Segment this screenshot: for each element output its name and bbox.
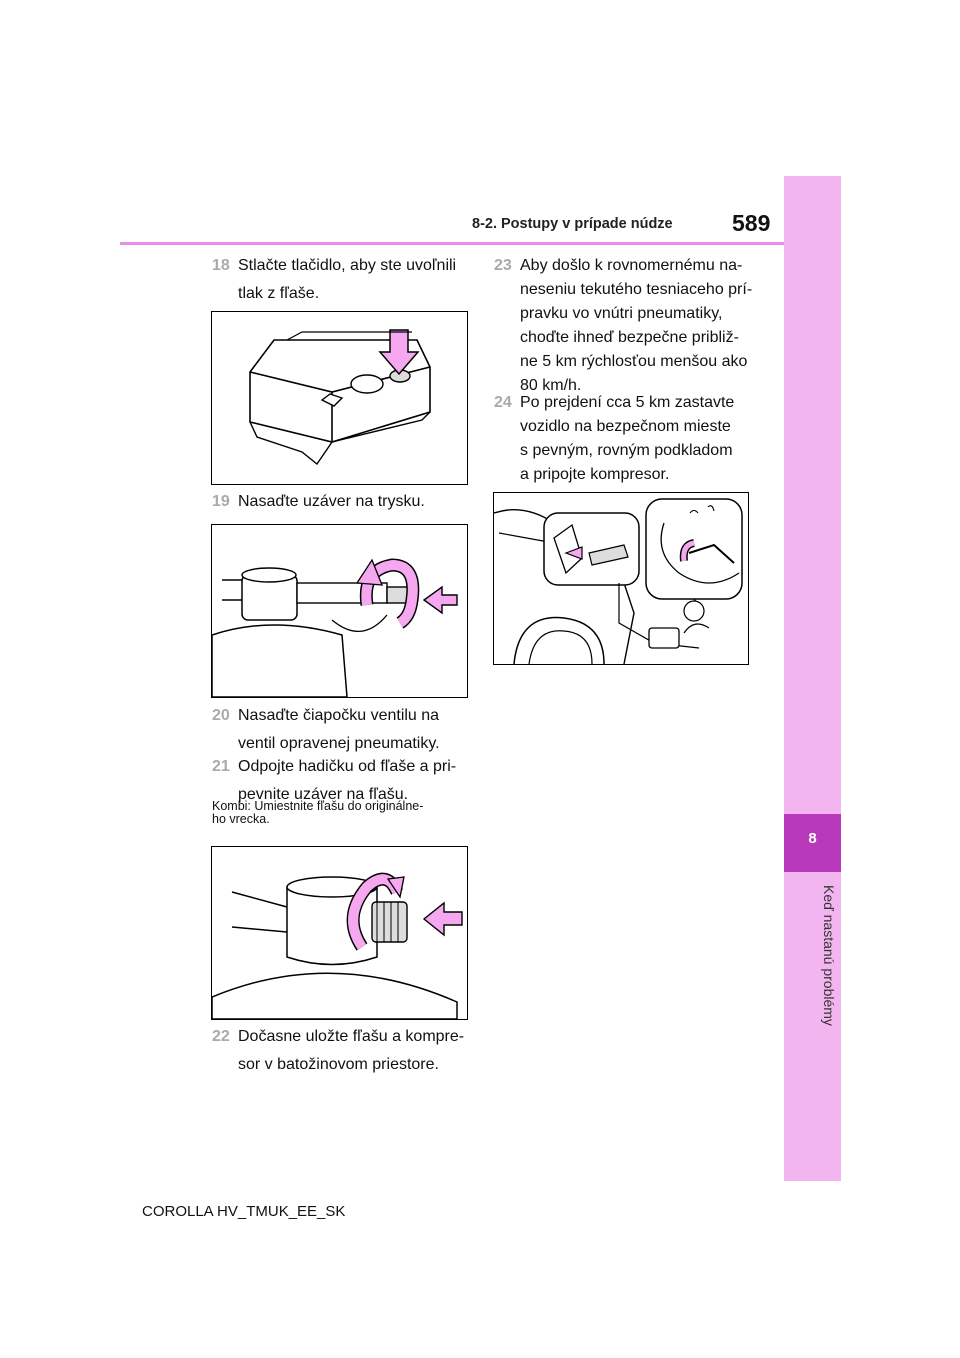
chapter-number: 8 [808, 830, 817, 847]
step-number: 21 [212, 758, 230, 775]
bottle-cap-illustration [212, 872, 463, 1019]
step-number: 24 [494, 394, 512, 411]
compressor-figure [211, 311, 468, 485]
step-number: 18 [212, 257, 230, 274]
step-number: 22 [212, 1028, 230, 1045]
nozzle-cap-illustration [212, 558, 458, 697]
push-arrow [422, 585, 458, 615]
compressor-connection-figure [493, 492, 749, 665]
press-arrow [378, 329, 420, 376]
step-text-line: ne 5 km rýchlosťou menšou ako [520, 353, 748, 370]
push-arrow [422, 901, 463, 937]
header-rule [120, 242, 784, 245]
chapter-title: Keď nastanú problémy [821, 885, 837, 1026]
chapter-side-tab [784, 176, 841, 1181]
step-text-line: Stlačte tlačidlo, aby ste uvoľnili [238, 257, 457, 274]
step-number: 19 [212, 493, 230, 510]
step-23: 23 Aby došlo k rovnomernému na- neseniu … [494, 254, 764, 397]
step-text-line: choďte ihneď bezpečne približ- [520, 329, 739, 346]
step-text-line: Nasaďte uzáver na trysku. [238, 493, 425, 510]
note-line: ho vrecka. [212, 812, 270, 826]
step-text-line: Po prejdení cca 5 km zastavte [520, 394, 735, 411]
step-number: 23 [494, 257, 512, 274]
step-text-line: neseniu tekutého tesniaceho prí- [520, 281, 753, 298]
compressor-illustration [249, 329, 431, 466]
step-text-line: vozidlo na bezpečnom mieste [520, 418, 731, 435]
step-text-line: tlak z fľaše. [238, 285, 320, 302]
step-text-line: Nasaďte čiapočku ventilu na [238, 707, 440, 724]
step-text-line: s pevným, rovným podkladom [520, 442, 733, 459]
step-text-line: Aby došlo k rovnomernému na- [520, 257, 743, 274]
step-24: 24 Po prejdení cca 5 km zastavte vozidlo… [494, 391, 764, 486]
step-text-line: pevnite uzáver na fľašu. [238, 786, 409, 803]
compressor-connection-illustration [494, 498, 743, 664]
page-number: 589 [732, 210, 771, 236]
step-text-line: pravku vo vnútri pneumatiky, [520, 305, 723, 322]
step-number: 20 [212, 707, 230, 724]
step-text-line: a pripojte kompresor. [520, 466, 670, 483]
step-18: 18 Stlačte tlačidlo, aby ste uvoľnili tl… [212, 254, 472, 305]
note-line: Kombi: Umiestnite fľašu do originálne- [212, 799, 424, 813]
step-text-line: sor v batožinovom priestore. [238, 1056, 439, 1073]
bottle-cap-figure [211, 846, 468, 1020]
step-text-line: Dočasne uložte fľašu a kompre- [238, 1028, 465, 1045]
model-code: COROLLA HV_TMUK_EE_SK [142, 1203, 346, 1220]
step-19: 19 Nasaďte uzáver na trysku. [212, 490, 472, 513]
step-22: 22 Dočasne uložte fľašu a kompre- sor v … [212, 1025, 472, 1076]
kombi-note: Kombi: Umiestnite fľašu do originálne- h… [212, 800, 472, 826]
step-20: 20 Nasaďte čiapočku ventilu na ventil op… [212, 704, 472, 755]
nozzle-cap-figure [211, 524, 468, 698]
step-text-line: ventil opravenej pneumatiky. [238, 735, 440, 752]
step-21: 21 Odpojte hadičku od fľaše a pri- pevni… [212, 755, 472, 806]
step-text-line: Odpojte hadičku od fľaše a pri- [238, 758, 457, 775]
step-text-line: 80 km/h. [520, 377, 582, 394]
chapter-number-block [784, 814, 841, 872]
section-title: 8-2. Postupy v prípade núdze [472, 216, 673, 232]
